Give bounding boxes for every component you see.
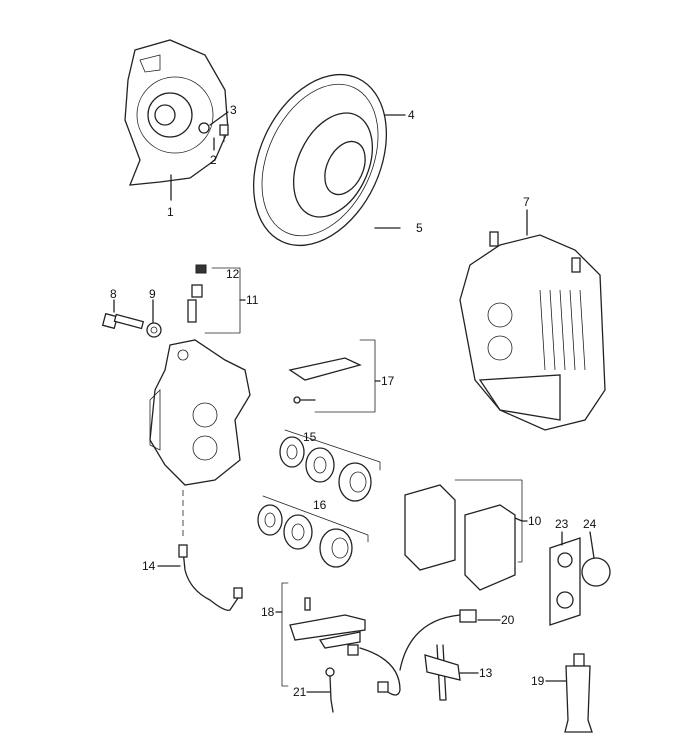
part-brake-line: [178, 544, 243, 611]
callout-21: 21: [293, 685, 307, 699]
part-piston-set-15: [279, 436, 372, 502]
callout-1: 1: [167, 205, 174, 219]
callout-11: 11: [246, 293, 259, 307]
part-sensor-clip: [325, 667, 335, 713]
callout-17: 17: [381, 374, 395, 388]
callout-16: 16: [313, 498, 327, 512]
callout-23: 23: [555, 517, 569, 531]
callout-12: 12: [226, 267, 240, 281]
callout-15: 15: [303, 430, 317, 444]
part-bleed-valve: [187, 264, 207, 323]
part-piston-set-16: [257, 504, 353, 568]
callout-4: 4: [408, 108, 415, 122]
callout-14: 14: [142, 559, 156, 573]
part-brake-shield: [124, 39, 229, 186]
part-grease-tube: [564, 653, 593, 733]
callout-3: 3: [230, 103, 237, 117]
callout-18: 18: [261, 605, 275, 619]
part-spreader-spring: [288, 357, 362, 404]
part-caliper-assembly: [459, 231, 606, 431]
callout-19: 19: [531, 674, 545, 688]
callout-8: 8: [110, 287, 117, 301]
callout-20: 20: [501, 613, 515, 627]
part-bolt-nut: [198, 122, 229, 142]
part-wear-sensor: [347, 609, 477, 696]
leader-lines: [113, 111, 595, 693]
callout-13: 13: [479, 666, 493, 680]
callout-10: 10: [528, 514, 542, 528]
part-bolt-washer: [101, 312, 162, 338]
part-spring-clip: [424, 644, 461, 701]
part-brake-disc: [252, 73, 401, 247]
callout-24: 24: [583, 517, 597, 531]
callout-7: 7: [523, 195, 530, 209]
part-pad-retainer: [289, 597, 366, 649]
part-damper-shims: [549, 537, 611, 626]
callout-5: 5: [416, 221, 423, 235]
callout-2: 2: [210, 153, 217, 167]
part-brake-pads: [404, 484, 516, 591]
part-caliper-housing: [149, 339, 251, 540]
callout-9: 9: [149, 287, 156, 301]
